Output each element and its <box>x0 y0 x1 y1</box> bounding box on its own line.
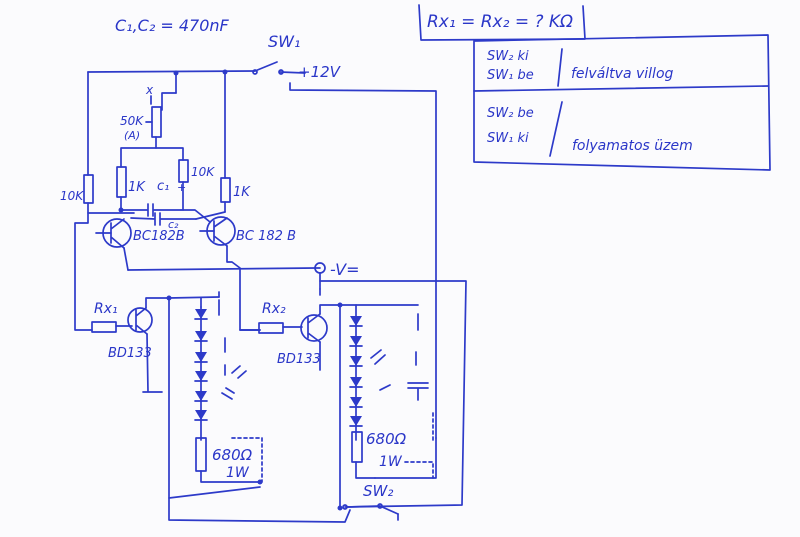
led-string-right <box>349 304 391 441</box>
resistor-note-box: Rx₁ = Rx₂ = ? KΩ <box>418 4 586 41</box>
resistor-rx1: Rx₁ <box>91 301 118 333</box>
transistor-bd133-left: BD133 <box>108 307 153 361</box>
transistor-bd133-right: BD133 <box>277 313 328 367</box>
pot-taper-label: (A) <box>124 129 140 142</box>
sw1-switch[interactable]: SW₁ <box>252 32 300 75</box>
c1-label: c₁ <box>157 179 169 194</box>
negative-terminal: -V= <box>314 260 359 290</box>
r-680-left-w: 1W <box>226 465 250 481</box>
capacitor-right <box>407 382 429 401</box>
ground-label: -V= <box>330 260 359 279</box>
supply-label: +12V <box>298 63 342 81</box>
pot-value-label: 50K <box>120 114 144 128</box>
r-680-right-w: 1W <box>379 454 403 470</box>
table-row2-switch: SW₂ be <box>487 106 534 121</box>
resistor-note: Rx₁ = Rx₂ = ? KΩ <box>427 12 573 32</box>
capacitor-c2: c₂ <box>130 212 197 231</box>
resistor-10k-right: 10K <box>178 159 215 183</box>
q-pwr-right-label: BD133 <box>277 352 321 367</box>
c1-polarity: + <box>177 181 186 194</box>
resistor-680-right: 680Ω 1W <box>351 430 407 479</box>
table-row2-switch2: SW₁ ki <box>487 131 529 146</box>
supply-rail <box>87 69 437 439</box>
resistor-1k-left: 1K <box>116 166 146 198</box>
sw1-label: SW₁ <box>268 32 300 51</box>
r-680-left-label: 680Ω <box>212 446 253 464</box>
table-row1-switch2: SW₁ be <box>487 68 534 83</box>
q-left-label: BC182B <box>133 229 185 244</box>
r-10k-left-label: 10K <box>60 189 84 203</box>
c2-label: c₂ <box>168 218 179 231</box>
table-row1-mode: felváltva villog <box>571 66 674 82</box>
q-pwr-left-label: BD133 <box>108 346 152 361</box>
table-row1-switch: SW₂ ki <box>487 49 529 64</box>
capacitor-note: C₁,C₂ = 470nF <box>115 16 230 35</box>
transistor-bc182b-right: BC 182 B <box>199 216 296 247</box>
r-10k-right-label: 10K <box>191 165 215 179</box>
rx2-label: Rx₂ <box>262 301 286 317</box>
led-string-left <box>194 306 247 441</box>
r-680-right-label: 680Ω <box>366 430 407 448</box>
q-right-label: BC 182 B <box>236 229 296 244</box>
mode-table: SW₂ ki SW₁ be felváltva villog SW₂ be SW… <box>473 34 771 171</box>
pot-x-label: x <box>145 83 154 97</box>
sw2-label: SW₂ <box>363 482 393 500</box>
capacitor-c1: c₁ + <box>120 179 186 217</box>
rx1-label: Rx₁ <box>94 301 118 317</box>
resistor-1k-right: 1K <box>220 177 251 203</box>
transistor-bc182b-left: BC182B <box>74 212 185 331</box>
r-1k-left-label: 1K <box>128 180 146 195</box>
sw2-switch[interactable]: SW₂ <box>342 482 399 515</box>
resistor-680-left: 680Ω 1W <box>195 437 261 483</box>
r-1k-right-label: 1K <box>233 185 251 200</box>
resistor-10k-left: 10K <box>60 174 94 204</box>
resistor-rx2: Rx₂ <box>258 301 286 334</box>
potentiometer-50k[interactable]: x 50K (A) <box>120 83 162 142</box>
table-row2-mode: folyamatos üzem <box>572 138 693 154</box>
